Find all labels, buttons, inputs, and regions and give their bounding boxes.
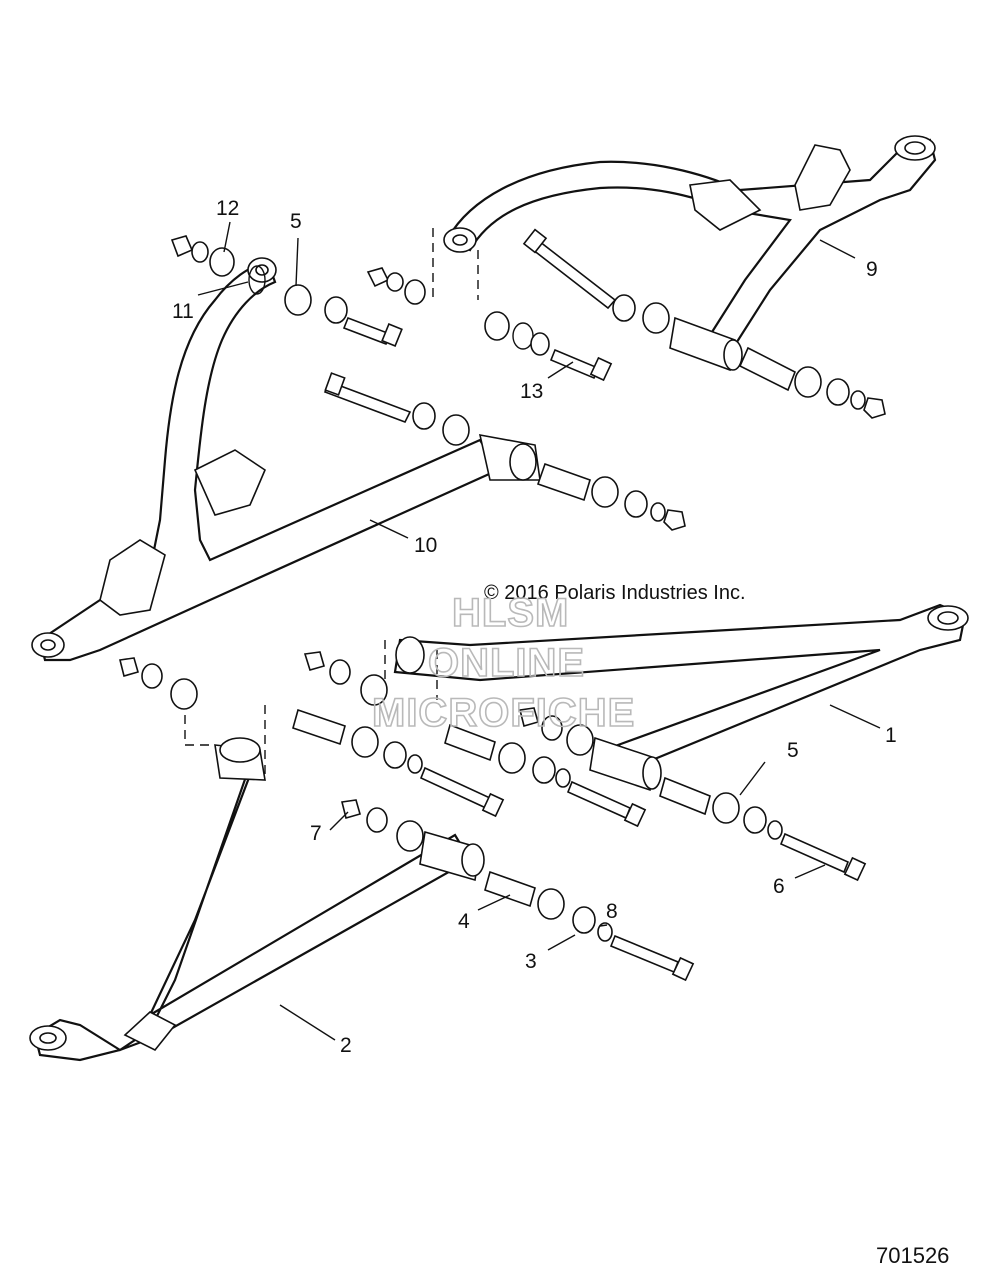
a-arm-lower-left [29, 700, 485, 1062]
leader-lines [197, 221, 881, 1041]
a-arm-upper-left [31, 257, 541, 662]
watermark-line-2: ONLINE [428, 641, 585, 685]
a-arm-upper-right [443, 135, 937, 372]
callout-7: 7 [310, 822, 322, 845]
hardware-upper-left [170, 235, 403, 348]
callout-4: 4 [458, 910, 470, 933]
callout-2: 2 [340, 1034, 352, 1057]
watermark-line-1: HLSM [452, 591, 569, 635]
copyright-notice: © 2016 Polaris Industries Inc. [484, 582, 746, 604]
hardware-row-1 [292, 651, 867, 882]
figure-number: 701526 [876, 1243, 949, 1268]
callout-12: 12 [216, 197, 239, 220]
callout-6: 6 [773, 875, 785, 898]
watermark-line-3: MICROFICHE [372, 691, 635, 735]
callout-3: 3 [525, 950, 537, 973]
callout-labels: 12 11 5 13 9 10 1 5 6 7 4 8 3 2 [172, 197, 897, 1057]
hardware-row-2 [119, 657, 695, 982]
callout-1: 1 [885, 724, 897, 747]
hardware-inner-9 [366, 228, 613, 382]
callout-11: 11 [172, 300, 194, 323]
callout-5-upper: 5 [290, 210, 302, 233]
callout-5-lower: 5 [787, 739, 799, 762]
a-arm-lower-right [384, 603, 969, 792]
hardware-row-10 [323, 372, 686, 531]
callout-9: 9 [866, 258, 878, 281]
callout-13: 13 [520, 380, 543, 403]
callout-10: 10 [414, 534, 437, 557]
callout-8: 8 [606, 900, 618, 923]
hardware-row-9 [522, 228, 886, 419]
